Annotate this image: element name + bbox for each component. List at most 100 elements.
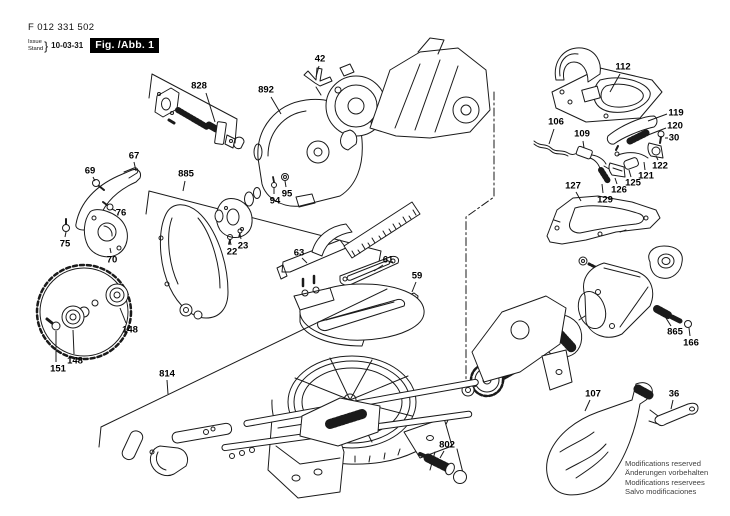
part-107-dust-bag bbox=[546, 382, 654, 496]
part-label-120: 120 bbox=[667, 120, 683, 132]
part-label-814: 814 bbox=[159, 368, 175, 380]
part-119-cover bbox=[606, 115, 658, 145]
part-label-166: 166 bbox=[683, 337, 699, 349]
notice-line-es: Salvo modificaciones bbox=[625, 486, 697, 496]
part-label-112: 112 bbox=[615, 61, 631, 73]
motor-arm-bracket bbox=[369, 37, 491, 139]
notice-line-en: Modifications reserved bbox=[625, 459, 701, 468]
leader-line-166 bbox=[688, 327, 691, 337]
part-126-switch-housing bbox=[608, 162, 626, 178]
leader-line-148 bbox=[119, 307, 127, 324]
part-802-knob bbox=[418, 448, 467, 484]
leader-line-129 bbox=[601, 183, 604, 194]
motor-housing bbox=[577, 262, 654, 338]
part-122-switch bbox=[647, 142, 664, 159]
dash-dot-axis bbox=[465, 91, 495, 384]
part-106-cord bbox=[533, 140, 580, 157]
part-42-fan bbox=[303, 67, 333, 96]
part-label-126: 126 bbox=[611, 184, 627, 196]
leader-line-22 bbox=[229, 239, 232, 246]
part-label-892: 892 bbox=[258, 84, 274, 96]
leader-line-802 bbox=[439, 450, 445, 459]
part-label-75: 75 bbox=[59, 238, 71, 250]
part-885-assembly bbox=[145, 173, 382, 320]
part-61-insert bbox=[339, 255, 399, 286]
part-121-cable bbox=[614, 145, 649, 159]
leader-line-36 bbox=[670, 399, 674, 410]
part-label-865: 865 bbox=[667, 326, 683, 338]
part-label-22: 22 bbox=[226, 246, 238, 258]
leader-line-42 bbox=[315, 65, 320, 78]
part-865-brush bbox=[653, 305, 692, 328]
leader-line-814 bbox=[166, 379, 169, 395]
part-label-95: 95 bbox=[281, 188, 293, 200]
part-76-screw bbox=[102, 201, 114, 211]
leader-line-95 bbox=[284, 180, 287, 188]
part-151-bolt bbox=[45, 317, 61, 331]
part-112-handle bbox=[551, 47, 663, 123]
part-label-129: 129 bbox=[597, 194, 613, 206]
leader-line-109 bbox=[582, 140, 585, 149]
gear-housing bbox=[325, 63, 387, 151]
leader-line-69 bbox=[92, 176, 96, 182]
part-label-76: 76 bbox=[115, 207, 127, 219]
part-label-125: 125 bbox=[625, 177, 641, 189]
leader-line-23 bbox=[239, 233, 242, 240]
part-125-clip bbox=[623, 157, 639, 170]
leader-line-76 bbox=[111, 208, 117, 212]
leader-line-121 bbox=[643, 161, 646, 171]
brace-glyph: } bbox=[44, 38, 49, 53]
leader-line-112 bbox=[609, 73, 621, 93]
part-120-spring bbox=[626, 129, 650, 145]
leader-line-885 bbox=[182, 180, 186, 192]
part-70-bracket bbox=[83, 209, 128, 258]
leader-line-106 bbox=[548, 128, 555, 145]
leader-line-148 bbox=[72, 329, 75, 355]
leader-line-63 bbox=[301, 257, 308, 264]
part-75-screw bbox=[62, 218, 70, 232]
part-label-828: 828 bbox=[191, 80, 207, 92]
part-label-119: 119 bbox=[668, 107, 684, 119]
issue-label: Issue bbox=[28, 39, 42, 46]
figure-badge: Fig. /Abb. 1 bbox=[90, 38, 160, 53]
part-127-housing bbox=[546, 195, 661, 245]
part-label-122: 122 bbox=[652, 160, 668, 172]
part-label-151: 151 bbox=[50, 363, 66, 375]
part-166-cap bbox=[684, 320, 692, 328]
leader-line-70 bbox=[109, 247, 112, 254]
part-label-106: 106 bbox=[548, 116, 564, 128]
modifications-notice: Modifications reserved Änderungen vorbeh… bbox=[625, 459, 708, 496]
issue-stand-labels: Issue Stand bbox=[28, 39, 43, 52]
part-label-36: 36 bbox=[668, 388, 680, 400]
document-number: F 012 331 502 bbox=[28, 22, 95, 33]
part-label-802: 802 bbox=[439, 439, 455, 451]
part-label-67: 67 bbox=[128, 150, 140, 162]
part-label-59: 59 bbox=[411, 270, 423, 282]
part-label-148: 148 bbox=[67, 355, 83, 367]
part-129-spring bbox=[598, 167, 611, 184]
leader-line-125 bbox=[628, 169, 632, 178]
leader-line-120 bbox=[647, 127, 667, 136]
part-label-121: 121 bbox=[638, 170, 654, 182]
part-label-70: 70 bbox=[106, 254, 118, 266]
leader-line-119 bbox=[647, 113, 668, 122]
turntable bbox=[293, 274, 425, 347]
part-828-assembly bbox=[148, 73, 245, 150]
issue-date: 10-03-31 bbox=[51, 41, 84, 50]
part-69-screw bbox=[92, 179, 105, 191]
leader-line-67 bbox=[133, 161, 137, 172]
leader-line-828 bbox=[205, 92, 216, 123]
part-148-flange-inner bbox=[61, 305, 85, 329]
part-label-30: 30 bbox=[668, 132, 680, 144]
motor-end-cap bbox=[648, 245, 683, 279]
part-label-109: 109 bbox=[574, 128, 590, 140]
leader-line-127 bbox=[575, 191, 582, 202]
stand-label: Stand bbox=[28, 45, 44, 52]
issue-row: Issue Stand } 10-03-31 Fig. /Abb. 1 bbox=[28, 38, 160, 53]
part-148-flange-outer bbox=[105, 283, 129, 307]
leader-line-122 bbox=[655, 155, 659, 161]
part-label-69: 69 bbox=[84, 165, 96, 177]
